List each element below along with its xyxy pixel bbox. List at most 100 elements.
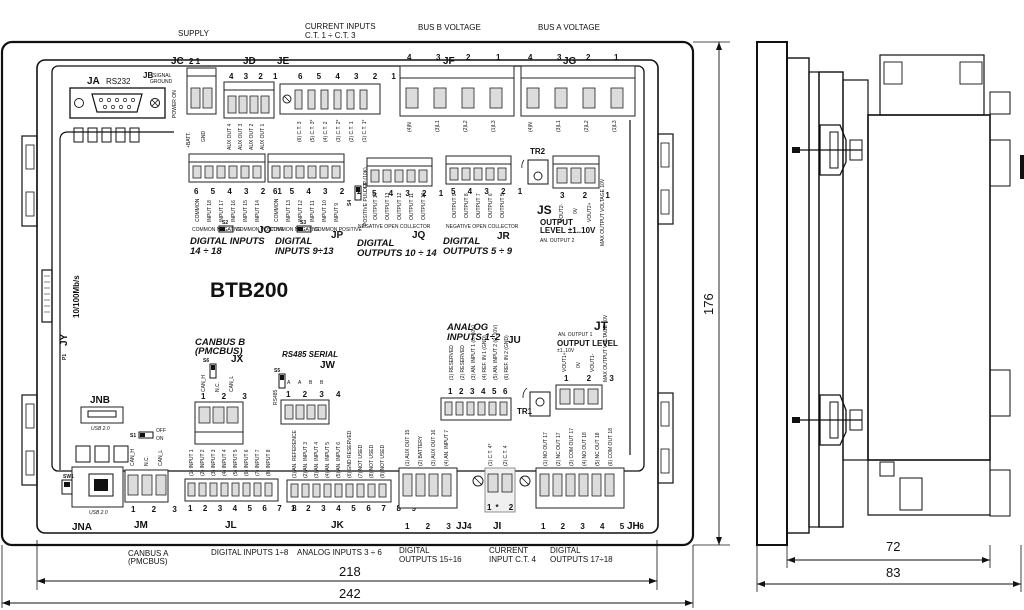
jo-digital-input-terminal[interactable] [188,153,266,183]
jl-digital-input-terminal[interactable] [184,478,279,502]
jw-pin-labels: A A B B [287,380,324,386]
jt-output-level-label: OUTPUT LEVEL [557,339,618,348]
dimension-lines [1,41,1022,608]
jr-pin-label: OUTPUT 7 [476,193,482,218]
jc-supply-terminal[interactable] [186,67,217,115]
jj-pin-numbers: 1 2 3 4 [405,522,478,531]
s2-switch[interactable] [218,225,234,233]
s2-label: S2 [222,220,228,226]
tr1-label: TR1 [517,407,533,416]
tr2-label: TR2 [530,147,546,156]
jh-pin-label: (5) NC OUT 18 [595,432,601,466]
jq-title-range: OUTPUTS 10 ÷ 14 [357,248,437,259]
jl-pin-label: (3) INPUT 3 [211,449,217,476]
sw1-switch[interactable] [61,479,73,495]
jw-rs485-terminal[interactable] [280,399,330,425]
jd-aux-out-terminal[interactable] [223,81,275,119]
ji-ct4-screw[interactable] [472,475,484,487]
jx-title-sub: (PMCBUS) [195,346,243,357]
s1-switch[interactable] [138,431,154,439]
s6-switch[interactable] [209,363,217,379]
jx-canbus-terminal[interactable] [194,401,244,445]
jw-rs485-label: RS485 [273,389,279,405]
js-pin-labels: VOUT2- 0V VOUT2+ [559,202,593,222]
jk-analog-input-terminal[interactable] [286,479,392,503]
ju-analog-input-terminal[interactable] [440,397,512,421]
jg-bus-a-terminal[interactable] [520,65,636,117]
jna-usb-port[interactable] [71,466,124,508]
je-pin-label: (4) C.T. 2 [323,121,329,142]
jr-digital-output-terminal[interactable] [445,155,512,185]
s3-label: S3 [300,220,306,226]
ju-pin-label: (5) AN. INPUT 2 (0..10V) [493,324,499,380]
jf-pin-label: (2)L2 [463,120,469,132]
bottom-clips [75,445,129,463]
jd-pin-label: AUX OUT 3 [238,123,244,150]
s3-switch[interactable] [296,225,312,233]
ji-ct4-terminal[interactable] [484,467,516,513]
jp-pin-label: COMMON [274,198,280,222]
jw-pin-label: A [298,380,302,386]
s5-switch[interactable] [278,373,286,389]
jm-pin-labels: CAN_H N.C. CAN_L [130,449,164,466]
jj-digital-output-terminal[interactable] [398,467,458,509]
jx-label: JX [231,354,244,365]
je-pin-label: (1) C.T. 1* [362,119,368,142]
ji-label: JI [493,521,502,532]
jb-power-on-label: POWER ON [172,90,178,118]
jo-pin-label: INPUT 14 [255,200,261,222]
je-label: JE [277,56,290,67]
jr-pin-label: OUTPUT 5 [500,193,506,218]
jt-analog-output-terminal[interactable] [555,384,603,410]
jf-pin-4: 4 [407,53,412,62]
jd-label: JD [243,56,256,67]
jd-pin-numbers: 4 3 2 1 [229,72,281,81]
jnb-usb-port[interactable] [80,406,124,424]
jp-pin-label: INPUT 10 [322,200,328,222]
jt-pin-numbers: 1 2 3 [564,374,622,383]
jc-pin-numbers: 2 1 [189,57,201,66]
s4-switch[interactable] [354,185,362,201]
tr2-trimmer[interactable] [521,159,549,185]
jf-pin-1: 1 [496,53,501,62]
jb-ground-screw[interactable] [150,98,160,108]
jk-pin-numbers: 1 2 3 4 5 6 7 8 9 [291,504,420,513]
jr-pin-label: OUTPUT 6 [488,193,494,218]
jf-bus-b-terminal[interactable] [399,65,515,117]
jo-pin-label: INPUT 18 [207,200,213,222]
jp-pin-numbers: 6 5 4 3 2 1 [273,187,366,196]
jm-canbus-terminal[interactable] [124,469,169,503]
je-current-input-terminal[interactable] [279,83,381,115]
jk-pin-label: (4) AN. INPUT 5 [325,442,331,478]
ji-pin-labels: (1) C.T. 4* (2) C.T. 4 [488,443,509,466]
jh-pin-label: (1) NO OUT 17 [543,432,549,466]
jo-title: DIGITAL INPUTS [190,236,265,247]
jd-pin-labels: AUX OUT 4 AUX OUT 3 AUX OUT 2 AUX OUT 1 [227,123,266,150]
digital-outputs-15-16-sub-label: OUTPUTS 15÷16 [399,555,462,564]
jl-pin-label: (6) INPUT 6 [244,449,250,476]
dimension-242: 242 [339,586,361,601]
jy-ethernet-port[interactable] [41,269,53,323]
jj-label: JJ [456,521,467,532]
jnb-label: JNB [90,395,110,406]
jq-digital-output-terminal[interactable] [366,157,433,187]
jj-pin-label: (4) AN. INPUT 7 [444,430,450,466]
jk-pin-label: (5) AN. INPUT 6 [336,442,342,478]
jna-usb-label: USB 2.0 [89,510,108,516]
ju-label: JU [508,335,521,346]
ju-pin-6: 6 [503,387,508,396]
canbus-a-sub-label: (PMCBUS) [128,557,168,566]
jp-digital-input-terminal[interactable] [267,153,345,183]
dimension-72: 72 [886,539,900,554]
js-analog-output-terminal[interactable] [552,155,600,189]
s1-label: S1 [130,433,136,439]
jx-pin-labels: CAN_H N.C. CAN_L [201,375,235,392]
jq-pin-label: OUTPUT 14 [373,192,379,220]
ji-right-screw[interactable] [519,475,531,487]
jo-pin-label: INPUT 15 [243,200,249,222]
tr1-trimmer[interactable] [522,387,551,417]
s4-label: S4 [347,200,353,206]
jh-digital-output-terminal[interactable] [535,467,625,509]
js-label: JS [537,203,552,217]
jg-pin-label: (2)L2 [584,120,590,132]
